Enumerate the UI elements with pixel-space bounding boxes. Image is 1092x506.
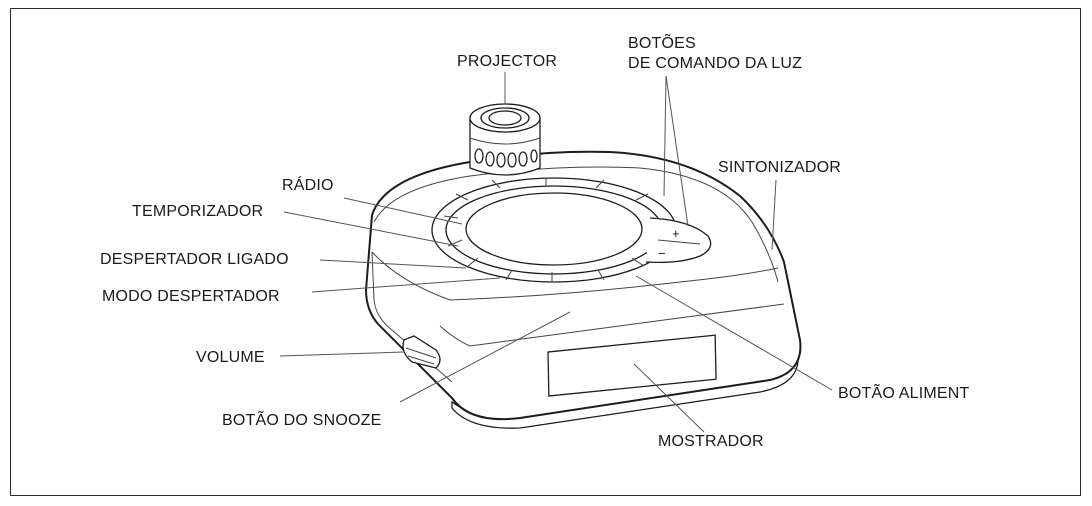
top-control-ring	[431, 177, 677, 283]
plus-button[interactable]: +	[672, 226, 680, 241]
light-button-wing	[645, 217, 712, 264]
top-surface-edge	[373, 166, 779, 283]
label-display: MOSTRADOR	[658, 433, 764, 450]
label-light-buttons-line2: DE COMANDO DA LUZ	[628, 55, 802, 72]
display-window	[547, 334, 717, 397]
label-alarm-mode: MODO DESPERTADOR	[102, 288, 280, 305]
label-radio: RÁDIO	[282, 175, 334, 194]
label-timer: TEMPORIZADOR	[132, 203, 263, 220]
projector-lens	[488, 110, 522, 126]
front-face-edge	[371, 251, 779, 301]
front-lower-edge	[439, 303, 785, 347]
center-dome	[465, 192, 643, 266]
labels: PROJECTOR BOTÕES DE COMANDO DA LUZ SINTO…	[100, 32, 970, 450]
label-light-buttons-line1: BOTÕES	[628, 32, 696, 52]
minus-button[interactable]: −	[658, 246, 666, 261]
label-alarm-on: DESPERTADOR LIGADO	[100, 251, 289, 268]
label-volume: VOLUME	[196, 349, 265, 366]
projector	[469, 103, 541, 176]
label-projector: PROJECTOR	[457, 53, 557, 70]
label-tuner: SINTONIZADOR	[718, 159, 841, 176]
label-power: BOTÃO ALIMENT	[838, 382, 970, 402]
label-snooze: BOTÃO DO SNOOZE	[222, 409, 381, 429]
left-side-edge	[371, 251, 453, 383]
volume-wheel[interactable]	[402, 335, 441, 369]
light-control-buttons: + −	[645, 217, 712, 264]
leader-lines	[279, 72, 833, 433]
